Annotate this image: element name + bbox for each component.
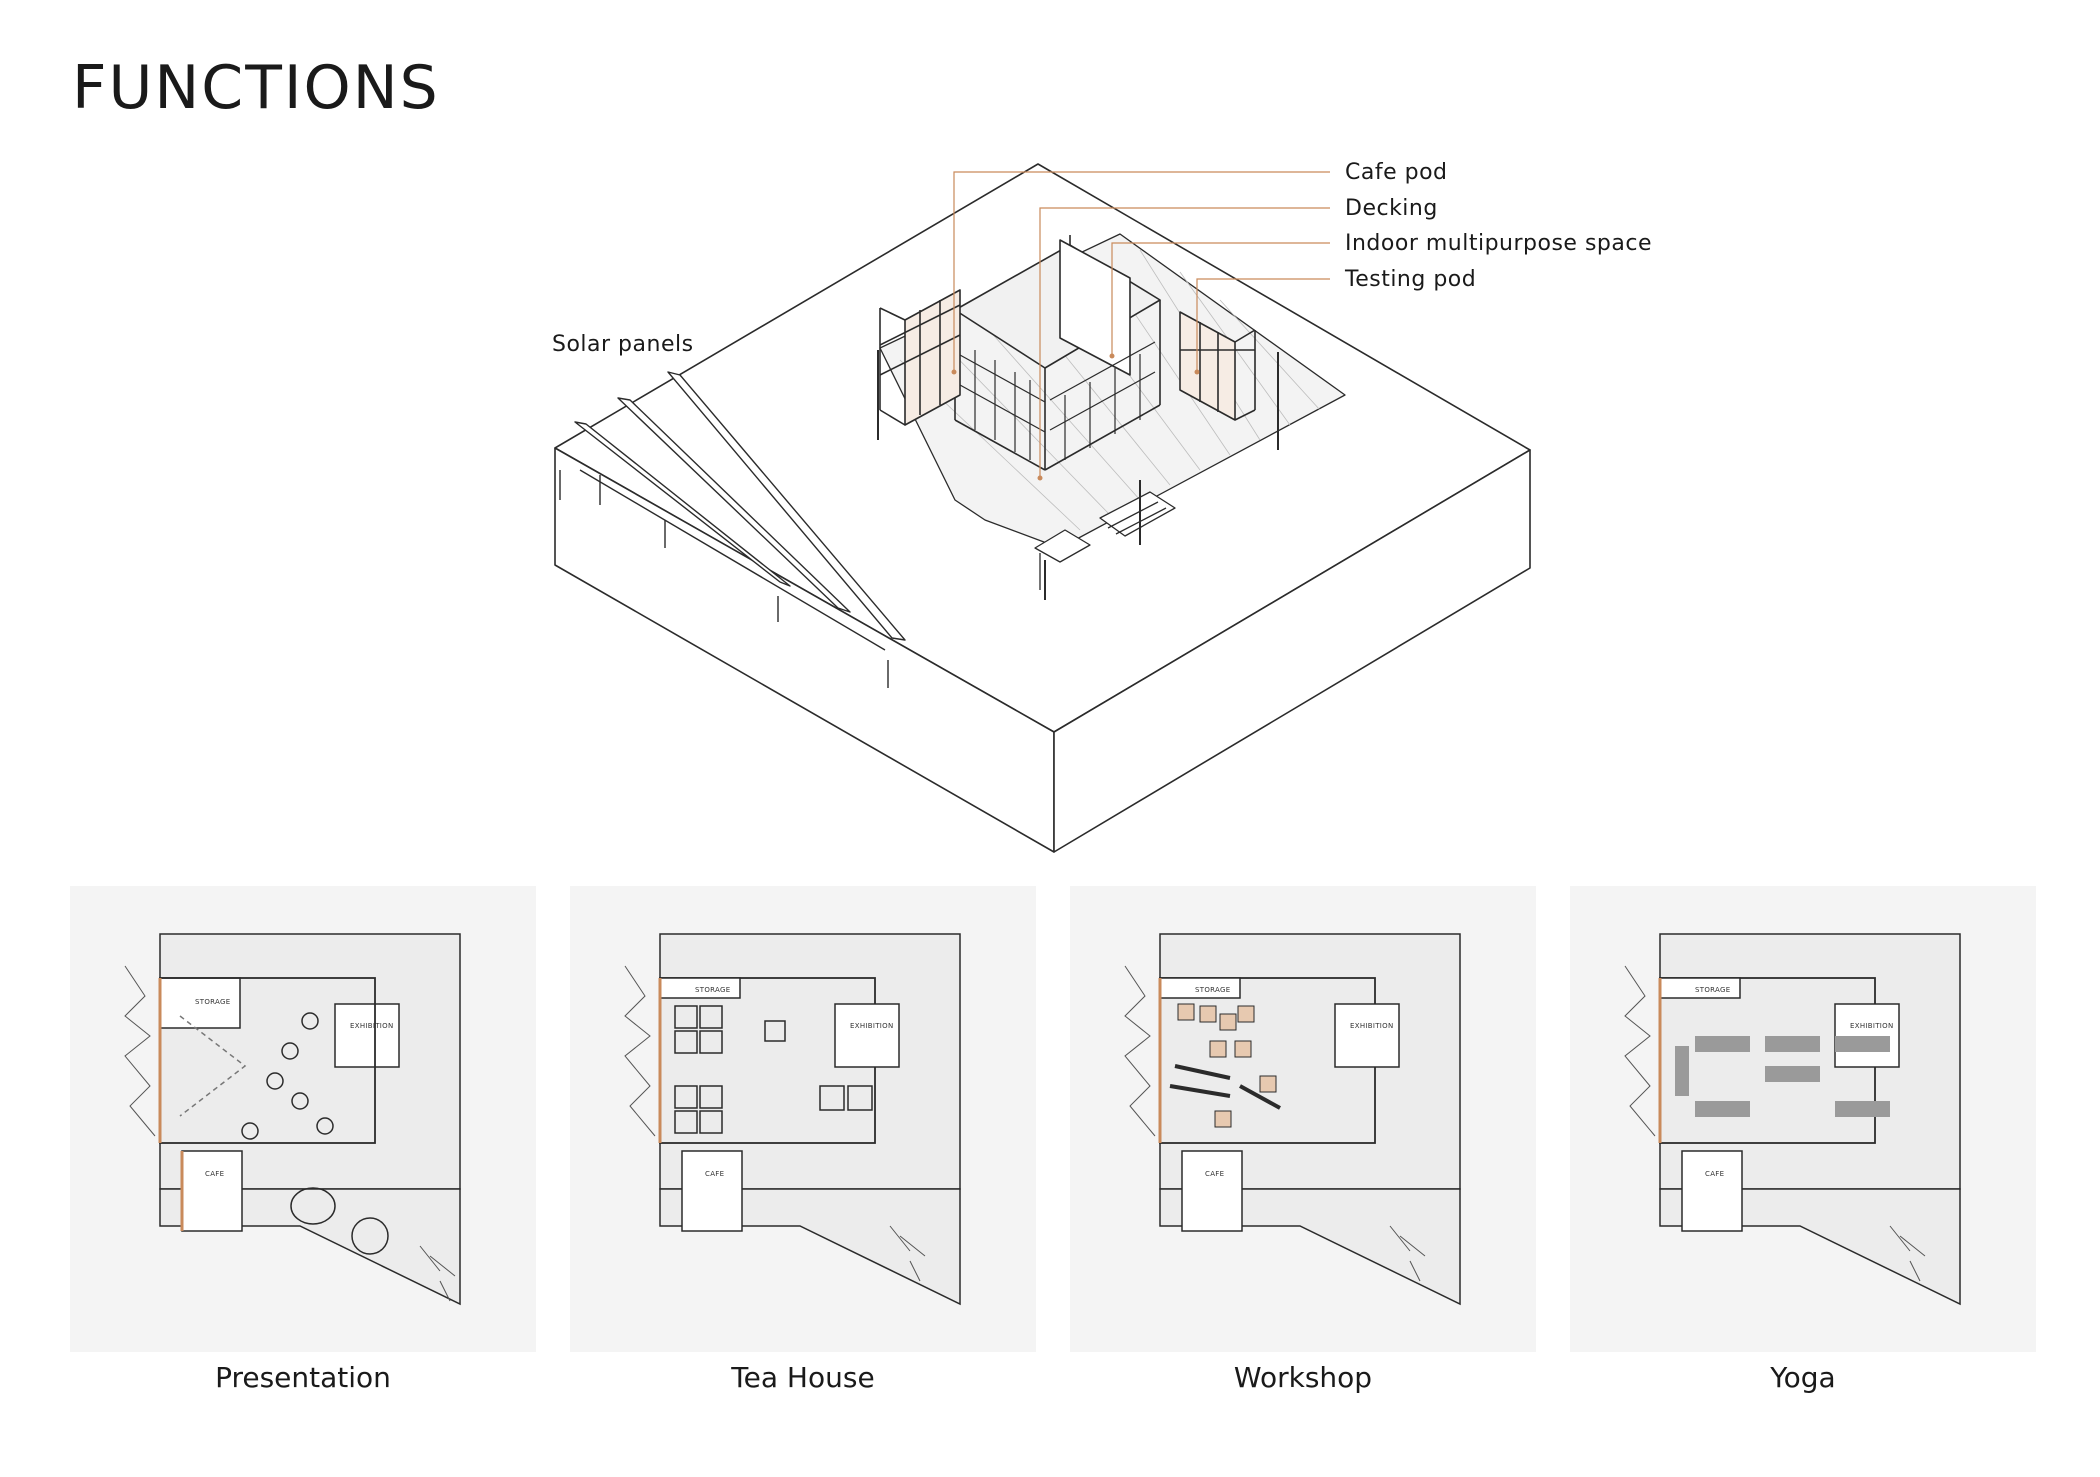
floor-plan-presentation: STORAGE EXHIBITION CAFE <box>124 933 461 1306</box>
room-label-exhibition: EXHIBITION <box>850 1022 894 1030</box>
caption-presentation: Presentation <box>215 1361 391 1394</box>
leader-indoor-space <box>1111 242 1330 356</box>
room-label-cafe: CAFE <box>205 1170 224 1178</box>
room-label-storage: STORAGE <box>695 986 730 994</box>
axonometric-diagram <box>554 163 1531 853</box>
leader-decking <box>1039 207 1330 478</box>
floor-plan-workshop: STORAGE EXHIBITION CAFE <box>1124 933 1461 1306</box>
floor-plan-tea-house: STORAGE EXHIBITION CAFE <box>624 933 961 1306</box>
callout-cafe-pod: Cafe pod <box>1345 160 1448 185</box>
leader-testing-pod <box>1196 278 1330 372</box>
caption-yoga: Yoga <box>1770 1361 1836 1394</box>
leader-cafe-pod <box>953 171 1330 372</box>
cafe-pod <box>879 289 961 426</box>
caption-tea-house: Tea House <box>731 1361 875 1394</box>
callout-decking: Decking <box>1345 196 1438 221</box>
callout-solar-panels: Solar panels <box>552 332 694 357</box>
plan-panel-yoga: STORAGE EXHIBITION CAFE <box>1570 886 2036 1352</box>
testing-pod <box>1179 311 1256 421</box>
room-label-storage: STORAGE <box>1195 986 1230 994</box>
solar-panels <box>559 371 906 688</box>
room-label-storage: STORAGE <box>195 998 230 1006</box>
plan-panel-presentation: STORAGE EXHIBITION CAFE <box>70 886 536 1352</box>
room-label-cafe: CAFE <box>1705 1170 1724 1178</box>
room-label-exhibition: EXHIBITION <box>1350 1022 1394 1030</box>
callout-indoor-multipurpose-space: Indoor multipurpose space <box>1345 231 1652 256</box>
caption-workshop: Workshop <box>1233 1361 1373 1394</box>
room-label-cafe: CAFE <box>705 1170 724 1178</box>
callout-testing-pod: Testing pod <box>1345 267 1477 292</box>
plan-panel-tea-house: STORAGE EXHIBITION CAFE <box>570 886 1036 1352</box>
room-label-cafe: CAFE <box>1205 1170 1224 1178</box>
floor-plan-yoga: STORAGE EXHIBITION CAFE <box>1624 933 1961 1306</box>
page-title: FUNCTIONS <box>72 53 440 123</box>
stairs <box>1034 491 1176 590</box>
room-label-storage: STORAGE <box>1695 986 1730 994</box>
plan-panel-workshop: STORAGE EXHIBITION CAFE <box>1070 886 1536 1352</box>
site-right-face <box>1053 449 1531 853</box>
room-label-exhibition: EXHIBITION <box>350 1022 394 1030</box>
structural-columns <box>877 350 1279 600</box>
room-label-exhibition: EXHIBITION <box>1850 1022 1894 1030</box>
